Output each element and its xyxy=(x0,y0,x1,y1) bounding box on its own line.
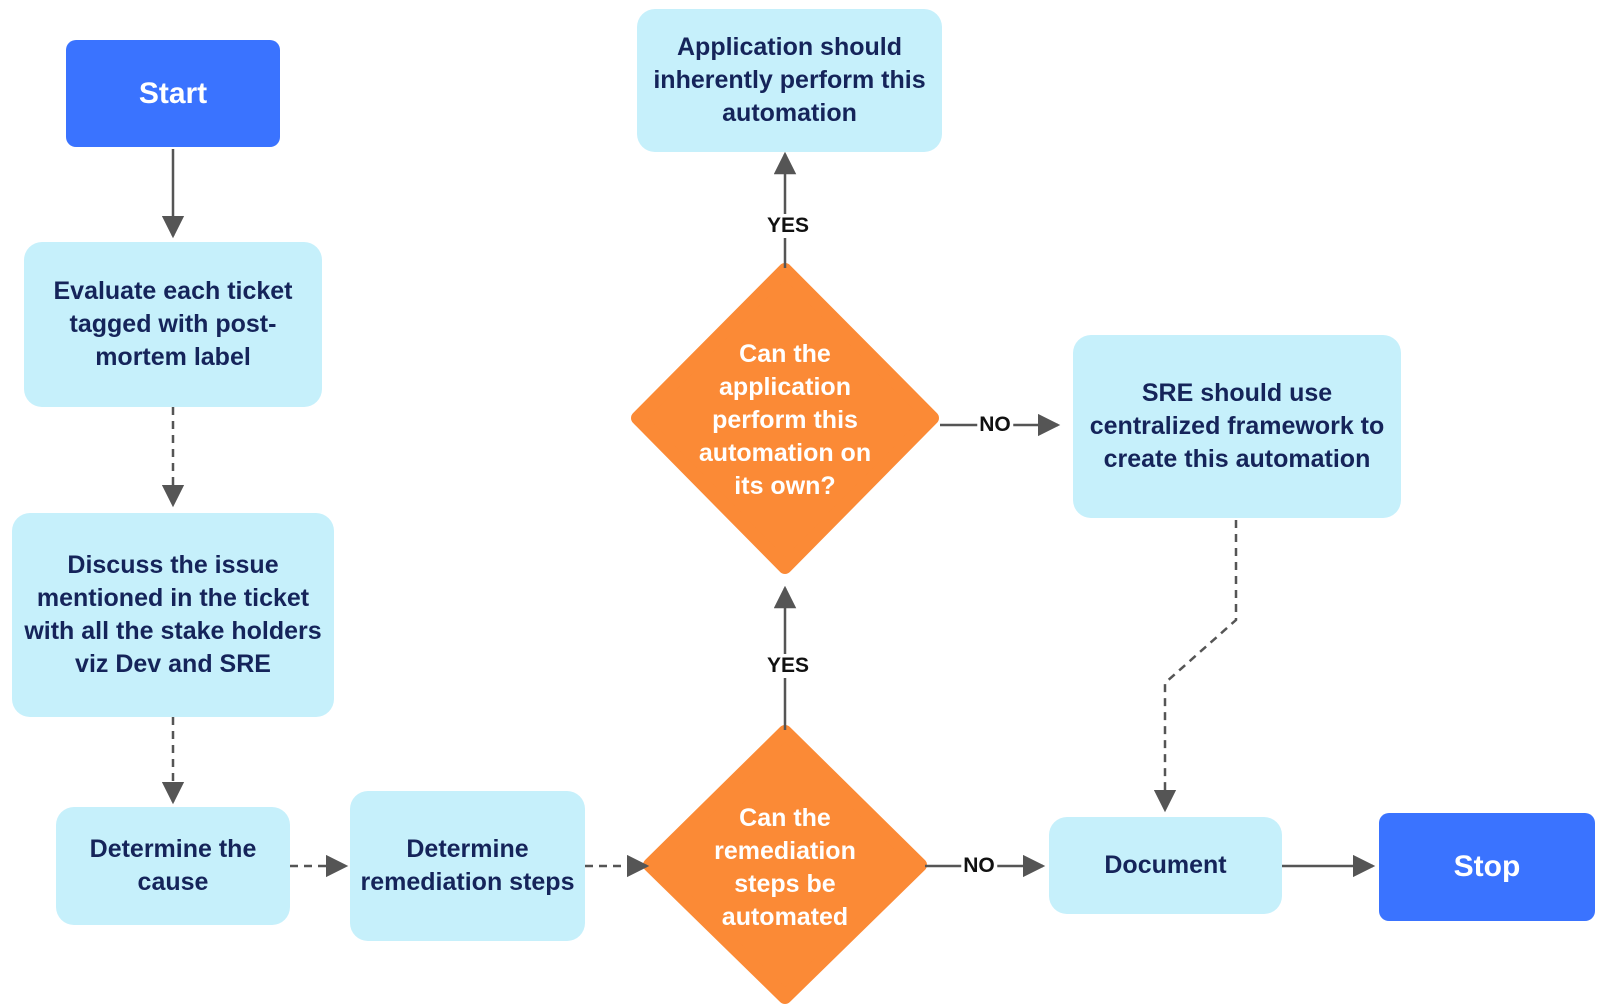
discuss-issue-label: Discuss the issue mentioned in the ticke… xyxy=(24,551,322,678)
start-node: Start xyxy=(66,40,280,147)
decision-automated-label: Can the remediation steps be automated xyxy=(714,803,856,931)
app-inherent-label: Application should inherently perform th… xyxy=(653,33,926,127)
determine-remediation-label: Determine remediation steps xyxy=(360,835,575,896)
evaluate-ticket-label: Evaluate each ticket tagged with post-mo… xyxy=(53,277,293,371)
sre-framework-node: SRE should use centralized framework to … xyxy=(1073,335,1401,518)
discuss-issue-node: Discuss the issue mentioned in the ticke… xyxy=(12,513,334,717)
decision-diamond-automated xyxy=(643,725,927,1004)
determine-cause-label: Determine the cause xyxy=(89,835,257,896)
evaluate-ticket-node: Evaluate each ticket tagged with post-mo… xyxy=(24,242,322,407)
edge-label-no-upper: NO xyxy=(977,413,1013,437)
start-label: Start xyxy=(138,76,208,110)
app-inherent-node: Application should inherently perform th… xyxy=(637,9,942,152)
edge-label-yes-upper: YES xyxy=(764,214,812,238)
sre-framework-label: SRE should use centralized framework to … xyxy=(1089,379,1385,473)
document-node: Document xyxy=(1049,817,1282,914)
edge-label-no-lower: NO xyxy=(961,854,997,878)
document-label: Document xyxy=(1104,851,1227,879)
arrow-sre-to-document xyxy=(1153,520,1238,813)
decision-diamond-app-perform xyxy=(631,263,939,574)
edge-label-yes-lower: YES xyxy=(764,654,812,678)
stop-node: Stop xyxy=(1379,813,1595,921)
decision-app-perform-label: Can the application perform this automat… xyxy=(698,339,872,500)
stop-label: Stop xyxy=(1453,850,1521,883)
determine-cause-node: Determine the cause xyxy=(56,807,290,925)
determine-remediation-node: Determine remediation steps xyxy=(350,791,585,941)
